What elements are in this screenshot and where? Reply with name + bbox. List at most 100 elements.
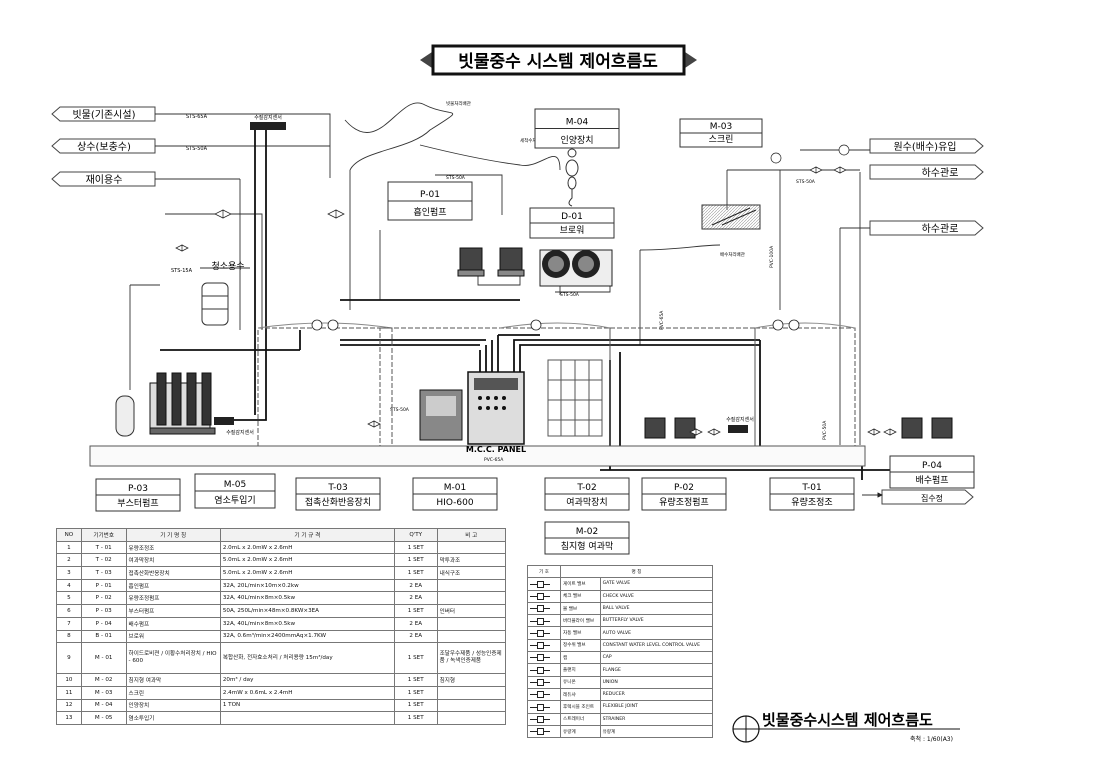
table-cell: 13 <box>56 711 82 725</box>
table-cell: T - 01 <box>80 540 127 555</box>
pvc-label-2: PVC-65A <box>659 310 665 330</box>
table-cell <box>436 540 507 555</box>
flow-pump-icons <box>644 417 953 439</box>
legend-symbol <box>527 577 561 591</box>
sts-label-a: STS-50A <box>446 175 466 181</box>
table-cell: 10 <box>56 673 82 687</box>
sensor-label-2: 수질감지센서 <box>226 429 254 436</box>
table-cell: P - 03 <box>80 604 127 618</box>
legend-name-en: AUTO VALVE <box>599 626 714 640</box>
valve-symbol-icon <box>530 592 550 600</box>
sts-label-c: STS-50A <box>390 407 410 413</box>
table-cell: P - 02 <box>80 591 127 606</box>
tag-code: M-02 <box>576 527 598 537</box>
legend-symbol <box>527 589 561 603</box>
header-cell: 기 기 명 칭 <box>125 528 221 542</box>
tanks <box>89 322 866 467</box>
table-cell: M - 03 <box>80 685 127 700</box>
table-cell <box>436 629 507 644</box>
sewer-label-2: 하수관로 <box>922 222 959 235</box>
valve-symbol-icon <box>530 728 550 736</box>
tag-code: T-03 <box>327 483 347 493</box>
pressure-tank-icon <box>115 395 135 437</box>
pvc-label-1: PVC-100A <box>769 245 775 268</box>
legend-symbol <box>527 614 561 628</box>
table-cell <box>436 578 507 593</box>
tag-name: HIO-600 <box>436 498 473 508</box>
legend-symbol <box>527 675 561 689</box>
tag-name: 스크린 <box>709 134 734 145</box>
mcc-panel-icon: M.C.C. PANEL <box>466 371 526 454</box>
table-cell: 9 <box>56 642 82 675</box>
legend-symbol <box>527 638 561 653</box>
mcc-panel-label: M.C.C. PANEL <box>466 445 526 454</box>
pvc-main-label: PVC-65A <box>484 457 504 463</box>
pipelines <box>129 102 883 498</box>
tag-name: 염소투입기 <box>214 494 255 506</box>
legend-symbol <box>527 651 561 665</box>
table-cell: 1 SET <box>393 604 438 618</box>
valve-symbol-icon <box>530 605 550 613</box>
table-cell: 11 <box>56 685 82 700</box>
legend-name-en: BUTTERFLY VALVE <box>599 614 714 628</box>
legend-symbol <box>527 626 561 640</box>
table-cell: 8 <box>56 629 82 644</box>
table-cell: 2 EA <box>393 629 438 644</box>
table-cell: 브로워 <box>125 629 221 644</box>
valve-symbol-icon <box>530 691 550 699</box>
table-cell: 조달우수제품 / 성능인증제품 / 녹색인증제품 <box>436 642 507 675</box>
tag-code: M-01 <box>444 483 466 493</box>
table-cell: 유량조정펌프 <box>125 591 221 606</box>
legend-name-ko: 유량계 <box>560 724 601 739</box>
collect-label: 집수정 <box>921 493 943 503</box>
table-cell: 접촉산화반응장치 <box>125 566 221 580</box>
drawing-scale: 축척 : 1/60(A3) <box>910 735 953 743</box>
table-cell <box>436 685 507 700</box>
table-cell: T - 02 <box>80 553 127 568</box>
tag-name: 부스터펌프 <box>117 497 158 509</box>
table-cell: T - 03 <box>80 566 127 580</box>
legend-name-en: FLANGE <box>599 663 714 677</box>
table-cell: 부스터펌프 <box>125 604 221 618</box>
table-cell: 1 SET <box>393 642 438 675</box>
table-cell: M - 04 <box>80 698 127 713</box>
sts-label-b: STS-50A <box>560 292 580 298</box>
table-cell: 32A, 40L/min×8m×0.5kw <box>219 616 395 631</box>
valve-symbol-icon <box>530 642 550 650</box>
table-cell: 32A, 0.6m³/min×2400mmAq×1.7KW <box>219 629 395 644</box>
table-cell: 1 SET <box>393 685 438 700</box>
table-cell: 배수펌프 <box>125 616 221 631</box>
table-cell: 여과막장치 <box>125 553 221 568</box>
tag-code: D-01 <box>561 212 583 222</box>
quality-sensors: 수질감지센서 수질감지센서 수질감지센서 빗물처리배관 세척수처리배관 배수처리… <box>214 100 828 463</box>
hio-unit-icon <box>419 389 463 441</box>
legend-name-ko: 캡 <box>560 651 601 665</box>
tag-name: 배수펌프 <box>915 474 948 486</box>
table-cell: 1 SET <box>393 540 438 555</box>
pipe-label-3: STS-15A <box>171 268 193 274</box>
table-cell: 20m³ / day <box>219 673 395 687</box>
legend-name-en: CHECK VALVE <box>599 589 714 603</box>
tag-name: 유량조정조 <box>791 496 832 508</box>
scrub-label: 세척수처리배관 <box>520 137 549 144</box>
